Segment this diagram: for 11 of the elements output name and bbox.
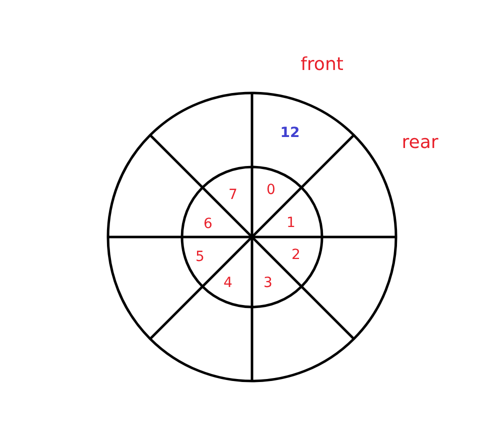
sector-number: 7 (228, 188, 238, 202)
sector-number: 3 (264, 276, 272, 290)
sector-number: 1 (286, 216, 296, 230)
direction-label: rear (402, 134, 438, 152)
sector-number: 6 (204, 217, 212, 231)
sector-number: 5 (196, 250, 204, 264)
sector-number: 4 (224, 276, 232, 290)
direction-label: front (300, 56, 344, 74)
sector-number: 0 (266, 183, 276, 197)
sector-number: 12 (280, 126, 300, 140)
sector-number: 2 (292, 248, 300, 262)
